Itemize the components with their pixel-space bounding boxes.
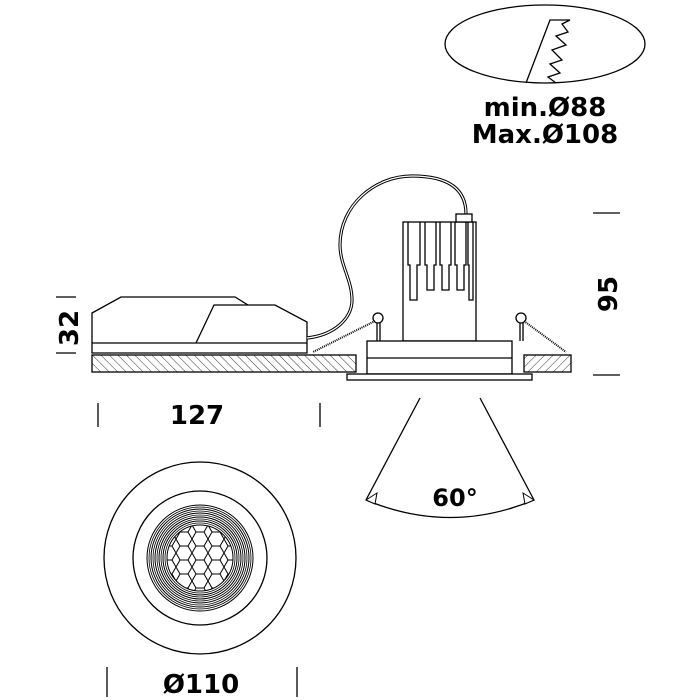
- driver-length-label: 127: [170, 401, 224, 431]
- cutout-min-label: min.Ø88: [484, 93, 607, 123]
- diameter-label: Ø110: [163, 670, 239, 700]
- trim-flange: [346, 373, 533, 381]
- outer-trim: [103, 461, 297, 655]
- cutout-max-label: Max.Ø108: [472, 120, 618, 150]
- dimension-height: [593, 212, 620, 376]
- dimension-driver-length: [97, 403, 321, 427]
- inner-ring: [132, 490, 268, 626]
- cutout-symbol: [444, 4, 646, 84]
- beam-angle: [364, 397, 536, 519]
- heatsink: [402, 213, 477, 342]
- cutout-ellipse: [444, 4, 646, 84]
- ceiling-section-right: [523, 354, 572, 373]
- saw-cut-icon: [525, 19, 571, 84]
- spring-clip-right: [515, 312, 567, 353]
- driver-box: [91, 296, 308, 354]
- dimension-driver-height: [56, 296, 76, 354]
- height-label: 95: [594, 276, 624, 312]
- driver-height-label: 32: [55, 310, 85, 346]
- beam-angle-label: 60°: [432, 484, 477, 512]
- housing: [346, 340, 533, 381]
- front-view: [103, 461, 297, 655]
- spring-clip-left: [312, 312, 384, 353]
- dimension-diameter: [106, 667, 298, 697]
- ceiling-section-left: [91, 354, 357, 373]
- connector: [455, 213, 473, 223]
